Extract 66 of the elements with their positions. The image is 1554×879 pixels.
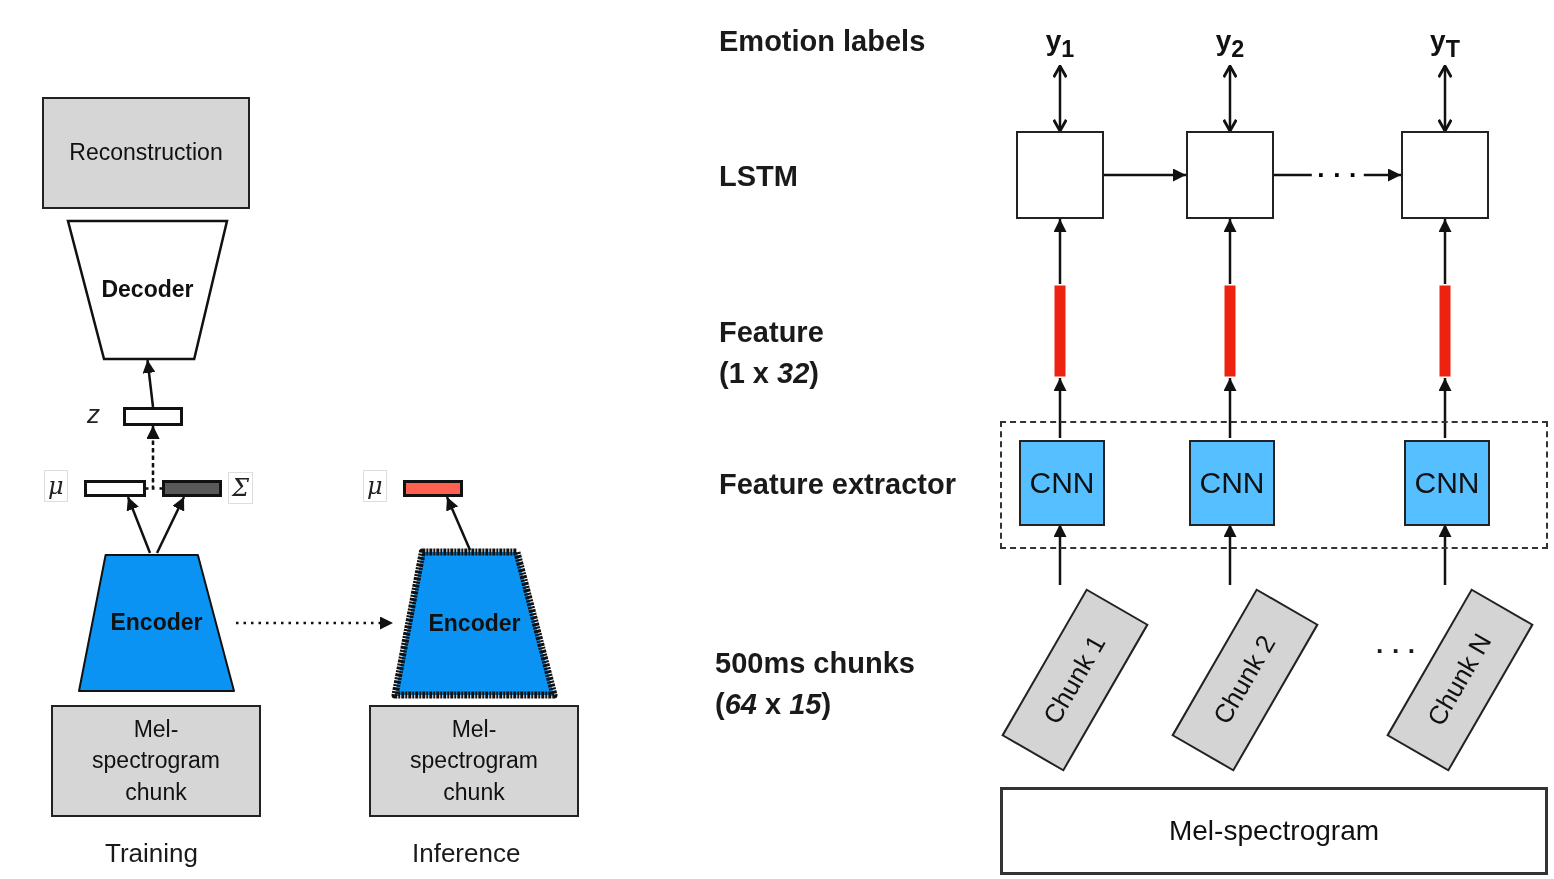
arrow [1053,524,1067,585]
arrow [1438,524,1452,585]
reconstruction-box [42,97,250,209]
lstm-cell-box [1401,131,1489,219]
symbol-label: μ [363,470,387,502]
node-label: Mel-spectrogram [1168,814,1380,849]
latent-bar [123,407,183,426]
row-label: 500ms chunks [715,647,915,680]
arrow [1053,219,1067,284]
arrow [142,359,156,408]
dashed-group-box [1000,421,1548,549]
node-label: Encoder [110,608,203,638]
cnn-box [1019,440,1105,526]
node-label: Mel- spectrogram chunk [91,715,221,807]
symbol-label: μ [44,470,68,502]
cnn-box [1189,440,1275,526]
arrow [1223,524,1237,585]
variance-bar [162,480,222,497]
arrow [445,496,472,551]
double-arrow [1052,64,1068,133]
node-label: Reconstruction [69,138,223,168]
decoder-trapezoid [67,220,228,360]
output-symbol: y$_{1}$ [1045,24,1075,65]
arrow [126,496,152,554]
spectrogram-box [1000,787,1548,875]
mean-bar [84,480,146,497]
row-label: Emotion labels [719,25,926,58]
feature-bar [1223,284,1237,378]
row-label: Feature [719,316,824,349]
caption: Inference [412,838,521,869]
cnn-box [1404,440,1490,526]
row-label: LSTM [719,160,798,193]
symbol-label: z [87,401,100,427]
row-label: (64 x 15) [715,688,832,721]
arrow [1104,168,1186,182]
row-label: Feature extractor [719,468,956,501]
caption: Training [105,838,198,869]
arrow [1053,378,1067,438]
output-symbol: y$_{2}$ [1215,24,1245,65]
ellipsis: · · · [1376,636,1417,667]
double-arrow [1437,64,1453,133]
node-label: CNN [1029,464,1095,501]
feature-bar [1438,284,1452,378]
dotted-arrow [236,616,393,630]
input-box [51,705,261,817]
row-label: (1 x 32) [719,357,819,390]
output-symbol: y$_{T}$ [1430,24,1460,65]
node-label: Mel- spectrogram chunk [409,715,539,807]
encoder-trapezoid [77,553,236,693]
lstm-cell-box [1186,131,1274,219]
node-label: Encoder [428,608,521,638]
mean-bar [403,480,463,497]
node-label: CNN [1199,464,1265,501]
arrow [1438,378,1452,438]
node-label: Decoder [101,275,194,305]
arrow [1223,219,1237,284]
arrow [1438,219,1452,284]
symbol-label: Σ [228,472,253,504]
input-box [369,705,579,817]
arrow [155,496,186,554]
node-label: CNN [1414,464,1480,501]
lstm-cell-box [1016,131,1104,219]
double-arrow [1222,64,1238,133]
encoder-trapezoid [393,550,556,697]
feature-bar [1053,284,1067,378]
arrow [1223,378,1237,438]
